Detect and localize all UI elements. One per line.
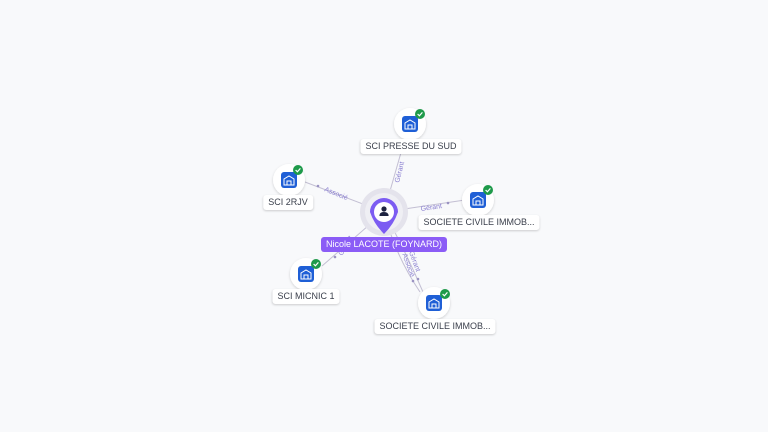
building-icon <box>402 116 418 132</box>
building-icon <box>281 172 297 188</box>
node-label-civile-1[interactable]: SOCIETE CIVILE IMMOB... <box>418 215 540 230</box>
edge-arrow <box>446 201 450 205</box>
edge-arrow <box>416 277 420 281</box>
building-icon <box>470 192 486 208</box>
building-icon <box>298 266 314 282</box>
edge-arrow <box>316 184 320 188</box>
node-label-civile-2[interactable]: SOCIETE CIVILE IMMOB... <box>374 319 496 334</box>
center-node-label[interactable]: Nicole LACOTE (FOYNARD) <box>320 237 448 252</box>
check-badge-icon <box>311 259 321 269</box>
edge-label-2rjv: Associé <box>323 186 348 202</box>
node-label-2rjv[interactable]: SCI 2RJV <box>263 195 313 210</box>
edge-label-civile-1: Gérant <box>420 203 442 213</box>
node-sci-2rjv[interactable] <box>273 164 305 196</box>
node-sci-presse-du-sud[interactable] <box>394 108 426 140</box>
check-badge-icon <box>415 109 425 119</box>
center-node[interactable] <box>360 188 408 236</box>
building-icon <box>426 295 442 311</box>
edge-arrow <box>411 279 415 283</box>
check-badge-icon <box>483 185 493 195</box>
node-label-presse[interactable]: SCI PRESSE DU SUD <box>360 139 462 154</box>
check-badge-icon <box>293 165 303 175</box>
check-badge-icon <box>440 289 450 299</box>
edge-arrow <box>333 255 337 259</box>
edge-label-presse: Gérant <box>394 161 406 184</box>
node-societe-civile-immob-2[interactable] <box>418 287 450 319</box>
node-sci-micnic-1[interactable] <box>290 258 322 290</box>
node-societe-civile-immob-1[interactable] <box>462 184 494 216</box>
node-label-micnic[interactable]: SCI MICNIC 1 <box>272 289 340 304</box>
person-icon <box>379 206 389 216</box>
